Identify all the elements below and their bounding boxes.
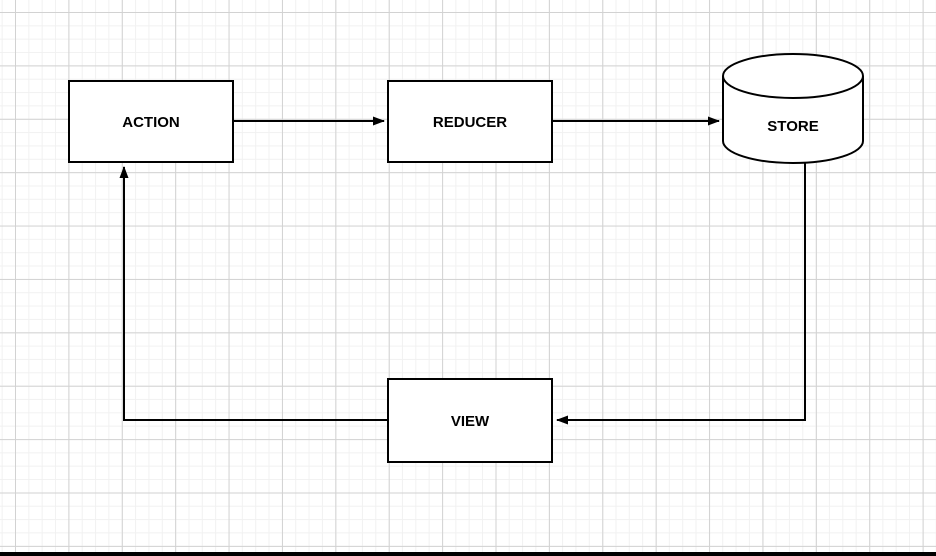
- edge-store-to-view[interactable]: [556, 163, 806, 425]
- reducer-node[interactable]: REDUCER: [387, 80, 553, 163]
- action-node-shape[interactable]: [68, 80, 234, 163]
- store-cylinder-top[interactable]: [722, 53, 864, 99]
- action-node-label: ACTION: [122, 114, 180, 131]
- store-node[interactable]: STORE: [722, 53, 864, 164]
- store-node-label: STORE: [767, 118, 818, 135]
- window-bottom-edge: [0, 552, 936, 556]
- view-node-shape[interactable]: [387, 378, 553, 463]
- reducer-node-shape[interactable]: [387, 80, 553, 163]
- reducer-node-label: REDUCER: [433, 114, 507, 131]
- edge-view-to-action[interactable]: [119, 166, 388, 421]
- view-node-label: VIEW: [451, 413, 490, 430]
- view-node[interactable]: VIEW: [387, 378, 553, 463]
- store-cylinder-body[interactable]: [722, 76, 864, 164]
- action-node[interactable]: ACTION: [68, 80, 234, 163]
